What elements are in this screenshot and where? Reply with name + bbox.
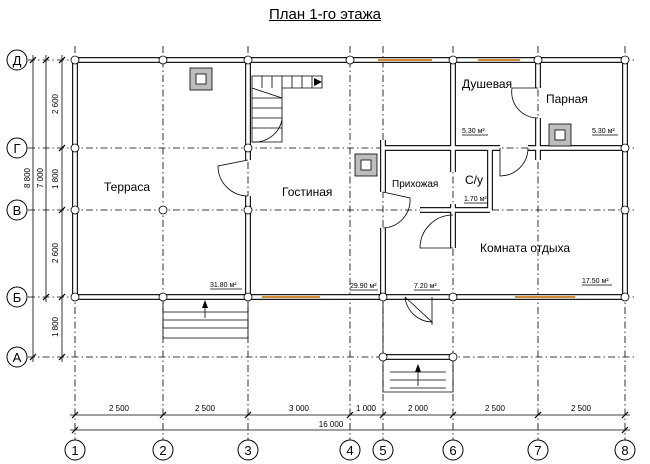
dim-b-5: 2 000 (408, 404, 429, 413)
dim-b-3: 3 000 (289, 404, 310, 413)
dim-b-2: 2 500 (195, 404, 216, 413)
axis-num-6: 6 (449, 443, 456, 458)
doors (217, 87, 539, 325)
dim-l-1: 2 600 (51, 93, 60, 114)
area-wc: 1.70 м² (464, 196, 487, 203)
plan-title: План 1-го этажа (268, 6, 382, 23)
area-labels: 31.80 м² 29.90 м² 7.20 м² 5.30 м² 5.30 м… (210, 128, 618, 291)
room-shower: Душевая (462, 77, 512, 91)
area-hall: 7.20 м² (414, 283, 437, 290)
area-rest: 17.50 м² (582, 278, 609, 285)
axis-letter-a: А (13, 350, 22, 365)
area-terrace: 31.80 м² (210, 282, 237, 289)
dimension-bottom: 2 500 2 500 3 000 1 000 2 000 2 500 2 50… (70, 404, 630, 434)
dim-total: 16 000 (319, 420, 344, 429)
axis-bubbles-numbers: 1 2 3 4 5 6 7 8 (64, 439, 636, 461)
windows (262, 59, 575, 298)
axis-num-5: 5 (379, 443, 386, 458)
columns (70, 55, 630, 362)
area-shower: 5.30 м² (462, 128, 485, 135)
axis-letter-v: В (13, 203, 22, 218)
axis-num-3: 3 (244, 443, 251, 458)
room-steam: Парная (546, 92, 588, 106)
porches (162, 297, 454, 393)
dim-l-3: 2 600 (51, 242, 60, 263)
axis-letter-b: Б (13, 290, 22, 305)
area-steam: 5.30 м² (592, 128, 615, 135)
dim-l-total-7000: 7 000 (36, 167, 45, 188)
dim-l-4: 1 800 (51, 316, 60, 337)
dim-l-2: 1 800 (51, 168, 60, 189)
room-hall: Прихожая (392, 179, 438, 190)
dim-b-6: 2 500 (485, 404, 506, 413)
axis-num-8: 8 (621, 443, 628, 458)
area-living: 29.90 м² (350, 283, 377, 290)
room-living: Гостиная (282, 185, 332, 199)
axis-num-7: 7 (534, 443, 541, 458)
room-rest: Комната отдыха (480, 241, 570, 255)
axis-num-4: 4 (346, 443, 353, 458)
walls (72, 57, 628, 300)
axis-bubbles-letters: Д Г В Б А (6, 49, 28, 368)
axis-letter-d: Д (13, 53, 22, 68)
room-terrace: Терраса (104, 180, 150, 194)
dim-b-7: 2 500 (571, 404, 592, 413)
axis-num-1: 1 (71, 443, 78, 458)
stoves (189, 67, 572, 177)
dimension-left: 2 600 1 800 2 600 1 800 7 000 8 800 (23, 55, 66, 362)
axis-letter-g: Г (13, 141, 20, 156)
axis-num-2: 2 (159, 443, 166, 458)
dim-b-4: 1 000 (356, 404, 377, 413)
dim-b-1: 2 500 (109, 404, 130, 413)
room-wc: С/у (465, 173, 483, 187)
room-labels: Терраса Гостиная Прихожая Душевая Парная… (104, 77, 588, 255)
staircase (251, 75, 323, 143)
dim-l-total-8800: 8 800 (23, 167, 32, 188)
